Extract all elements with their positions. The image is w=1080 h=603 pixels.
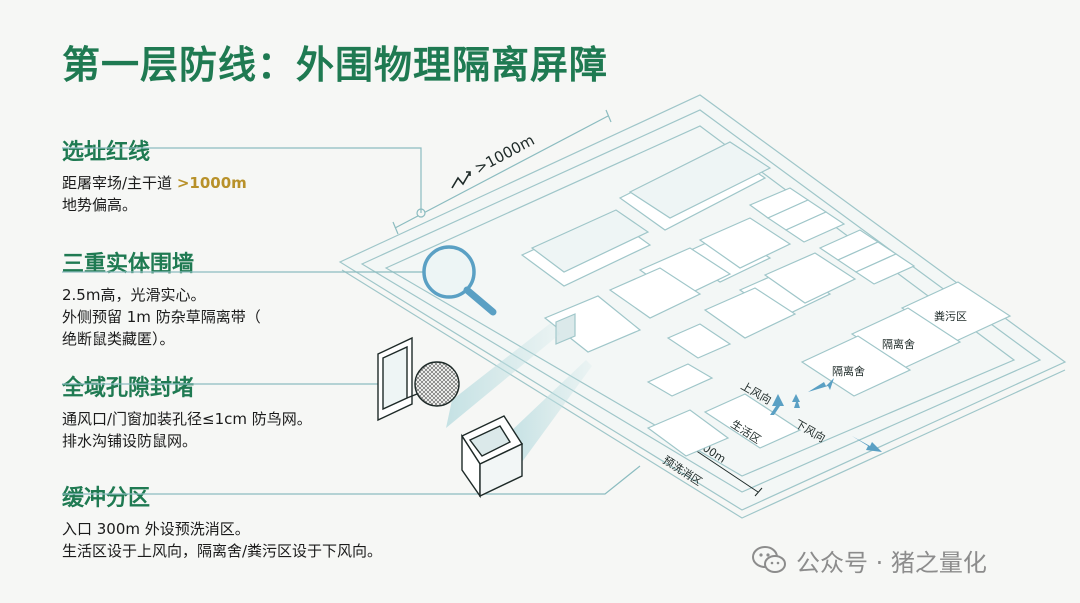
page-title: 第一层防线：外围物理隔离屏障 bbox=[62, 43, 609, 87]
section-text: 排水沟铺设防鼠网。 bbox=[62, 432, 198, 450]
section-buffer: 缓冲分区 入口 300m 外设预洗消区。 生活区设于上风向，隔离舍/粪污区设于下… bbox=[62, 480, 402, 562]
drain-channel-detail bbox=[460, 415, 524, 499]
magnifier-icon bbox=[422, 245, 497, 316]
watermark: 公众号 · 猪之量化 bbox=[752, 540, 987, 580]
section-text: 绝断鼠类藏匿）。 bbox=[62, 330, 175, 348]
section-text: 地势偏高。 bbox=[62, 196, 138, 214]
section-title: 三重实体围墙 bbox=[62, 252, 195, 277]
isolation-label-1: 隔离舍 bbox=[882, 337, 915, 351]
barns bbox=[520, 141, 916, 397]
zoom-beams bbox=[446, 322, 592, 462]
section-site-redline: 选址红线 距屠宰场/主干道 >1000m 地势偏高。 bbox=[62, 134, 402, 216]
section-text: 外侧预留 1m 防杂草隔离带（ bbox=[62, 308, 261, 326]
wechat-icon bbox=[752, 546, 786, 573]
section-walls: 三重实体围墙 2.5m高，光滑实心。 外侧预留 1m 防杂草隔离带（ 绝断鼠类藏… bbox=[62, 246, 402, 350]
distance-highlight: >1000m bbox=[176, 174, 247, 192]
prewash-area bbox=[646, 409, 730, 457]
distance-marker-1000m bbox=[392, 109, 612, 235]
wind-arrows bbox=[770, 378, 882, 452]
entrance-building bbox=[543, 295, 642, 353]
watermark-text: 公众号 · 猪之量化 bbox=[796, 548, 987, 577]
section-title: 选址红线 bbox=[62, 140, 151, 165]
mountain-icon bbox=[451, 171, 471, 189]
section-text: 距屠宰场/主干道 >1000m bbox=[62, 174, 247, 192]
isolation-label-2: 隔离舍 bbox=[832, 364, 865, 378]
section-title: 全域孔隙封堵 bbox=[62, 376, 195, 401]
section-text: 生活区设于上风向，隔离舍/粪污区设于下风向。 bbox=[62, 542, 383, 560]
window-mesh-detail bbox=[377, 336, 460, 422]
farm-ground bbox=[338, 94, 1067, 519]
callout-lines bbox=[62, 147, 641, 495]
zones bbox=[703, 281, 1012, 449]
manure-zone-label: 粪污区 bbox=[934, 309, 967, 323]
section-sealing: 全域孔隙封堵 通风口/门窗加装孔径≤1cm 防鸟网。 排水沟铺设防鼠网。 bbox=[62, 370, 402, 452]
section-text: 通风口/门窗加装孔径≤1cm 防鸟网。 bbox=[62, 410, 312, 428]
section-text: 2.5m高，光滑实心。 bbox=[62, 286, 206, 304]
section-text: 入口 300m 外设预洗消区。 bbox=[62, 520, 250, 538]
section-title: 缓冲分区 bbox=[62, 486, 151, 511]
